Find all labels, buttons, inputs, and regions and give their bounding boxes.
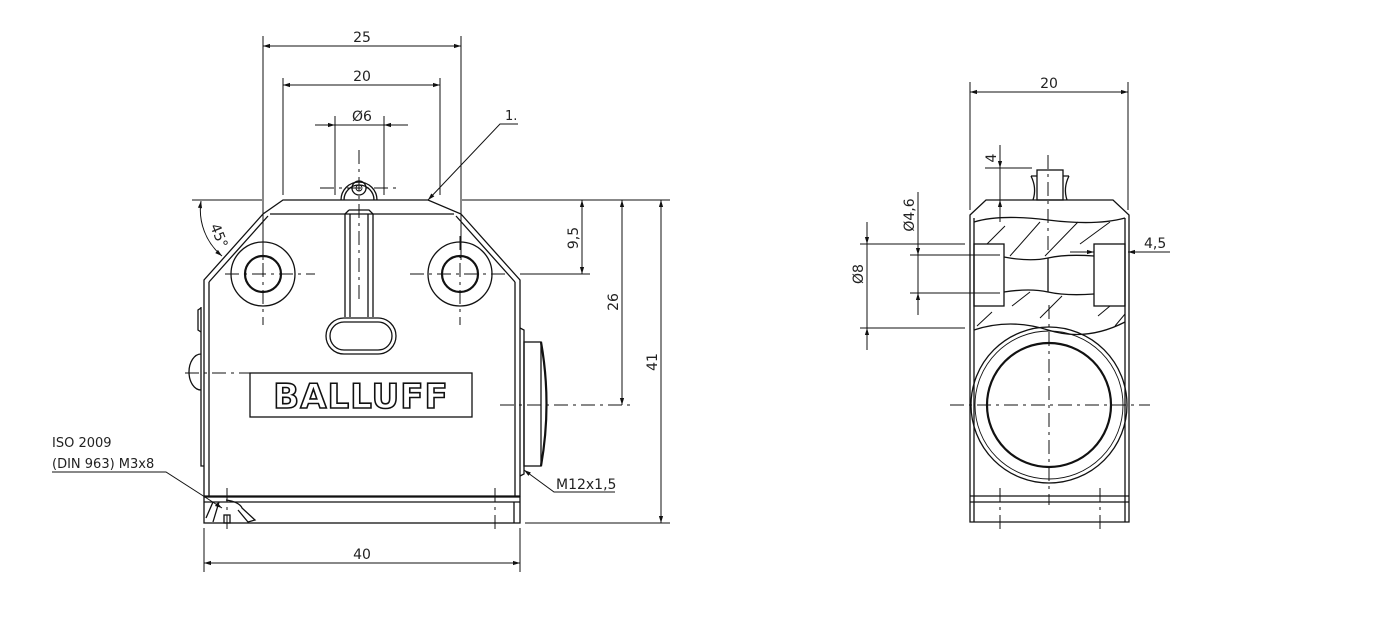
svg-text:4,5: 4,5: [1144, 236, 1166, 252]
svg-text:45°: 45°: [206, 222, 230, 251]
svg-text:1.: 1.: [505, 109, 517, 124]
svg-text:Ø8: Ø8: [851, 264, 867, 284]
dimension-width-20: 20: [283, 69, 440, 88]
callout-thread: M12x1,5: [523, 469, 616, 493]
callout-screw: ISO 2009 (DIN 963) M3x8: [52, 436, 223, 509]
m12-connector: [500, 327, 630, 477]
brand-logo: BALLUFF: [249, 372, 473, 418]
side-button: [185, 307, 250, 467]
svg-text:M12x1,5: M12x1,5: [556, 477, 616, 493]
callout-item-1: 1.: [427, 109, 518, 201]
svg-text:(DIN 963) M3x8: (DIN 963) M3x8: [52, 457, 154, 472]
dimension-9-5: 9,5: [566, 200, 585, 274]
housing-outline: [203, 199, 521, 524]
svg-text:20: 20: [353, 69, 371, 85]
dimension-width-25: 25: [263, 30, 461, 49]
side-section-holes: [973, 221, 1126, 327]
side-extension-lines: [860, 82, 1129, 329]
svg-text:41: 41: [645, 353, 661, 371]
dimension-roller-diameter: Ø6: [315, 109, 408, 128]
screw-detail: [205, 488, 496, 530]
dimension-chamfer-angle: 45°: [197, 200, 230, 257]
dimension-side-4-5: 4,5: [1070, 236, 1170, 255]
dimension-side-d8: Ø8: [851, 222, 870, 350]
svg-text:25: 25: [353, 30, 371, 46]
svg-text:4: 4: [984, 153, 1000, 162]
roller-plunger: [320, 150, 400, 300]
plunger-slot: [325, 209, 397, 355]
svg-text:20: 20: [1040, 76, 1058, 92]
dimension-26: 26: [606, 200, 625, 405]
front-view: BALLUFF: [52, 30, 670, 572]
mounting-hole-right: [410, 236, 510, 325]
side-view: 20 4 Ø4,6 Ø8 4,5: [851, 76, 1170, 530]
svg-text:Ø4,6: Ø4,6: [902, 198, 918, 231]
dimension-side-width-20: 20: [970, 76, 1128, 95]
side-plunger: [1030, 155, 1070, 250]
dimension-40: 40: [204, 547, 520, 566]
svg-text:26: 26: [606, 293, 622, 311]
extension-lines: [192, 36, 670, 572]
side-connector-circle: [950, 305, 1150, 505]
dimension-41: 41: [645, 200, 664, 523]
dimension-side-d4-6: Ø4,6: [902, 192, 921, 315]
svg-text:ISO 2009: ISO 2009: [52, 436, 112, 451]
svg-text:Ø6: Ø6: [352, 109, 372, 125]
brand-label: BALLUFF: [273, 377, 448, 417]
svg-text:40: 40: [353, 547, 371, 563]
svg-text:9,5: 9,5: [566, 227, 582, 249]
dimension-side-4: 4: [984, 145, 1003, 222]
